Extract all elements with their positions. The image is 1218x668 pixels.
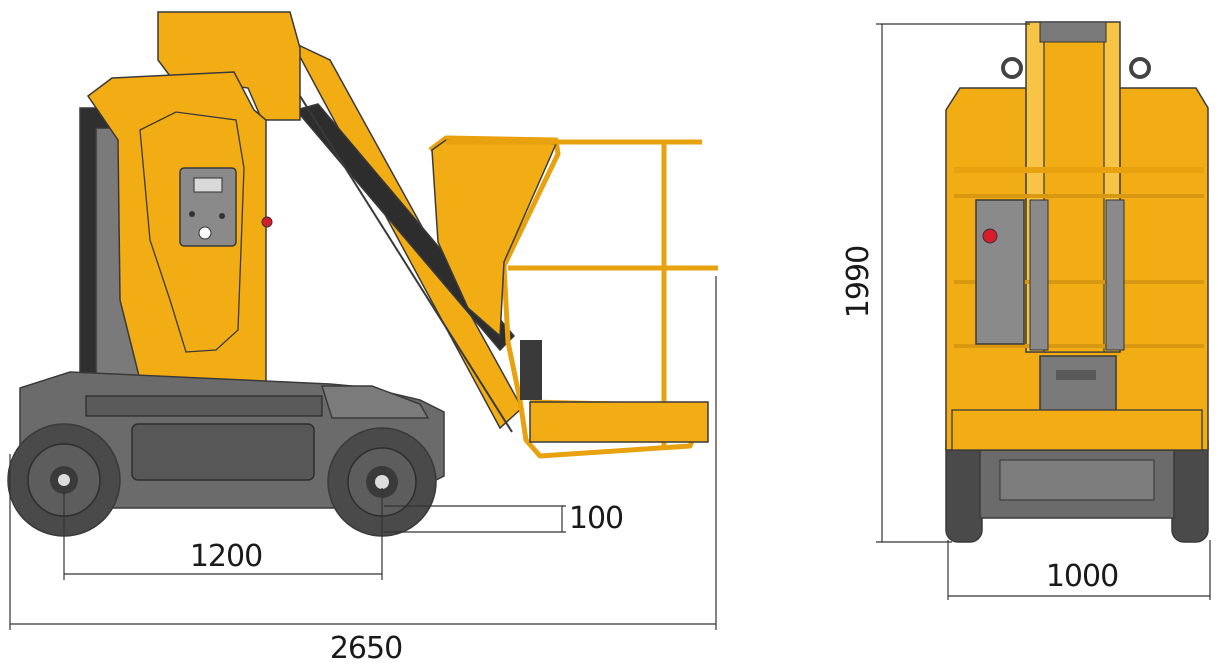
emergency-stop-front [982, 228, 998, 244]
chassis-step [320, 385, 430, 419]
side-panel-key-switch [198, 226, 212, 240]
front-view-mast-column-left [1029, 199, 1049, 351]
dimension-lines-side [9, 276, 717, 630]
column-inner-panel [139, 111, 245, 353]
front-view-lift-eye-left [1001, 57, 1023, 79]
side-view: 1200 100 2650 [7, 11, 718, 666]
front-view-undercarriage-inner [999, 459, 1155, 501]
front-wheel [7, 423, 121, 537]
chassis-top-plate [85, 395, 323, 417]
side-panel-button [189, 211, 195, 217]
chassis-side-panel [131, 423, 315, 481]
platform-control-box [520, 340, 542, 400]
front-view-platform-box-label [1056, 370, 1096, 380]
dimension-ground-clearance: 100 [569, 501, 623, 536]
side-panel-button [219, 213, 225, 219]
emergency-stop-side [261, 216, 273, 228]
front-view-control-panel [975, 199, 1025, 345]
boom-rod [299, 95, 513, 433]
front-view-mast-head [1039, 21, 1107, 43]
front-view-lower-step [951, 409, 1203, 451]
front-view-lift-eye-right [1129, 57, 1151, 79]
dimension-lines-front [876, 23, 1211, 600]
side-panel-display [193, 177, 223, 193]
dimension-width: 1000 [1046, 559, 1118, 594]
dimension-height: 1990 [841, 246, 876, 318]
dimension-wheelbase: 1200 [190, 539, 262, 574]
dimension-overall-length: 2650 [330, 631, 402, 666]
front-view: 1990 1000 [841, 21, 1211, 600]
front-view-mast-column-right [1105, 199, 1125, 351]
platform-floor [529, 401, 709, 443]
front-view-mast-inner [1043, 29, 1105, 353]
